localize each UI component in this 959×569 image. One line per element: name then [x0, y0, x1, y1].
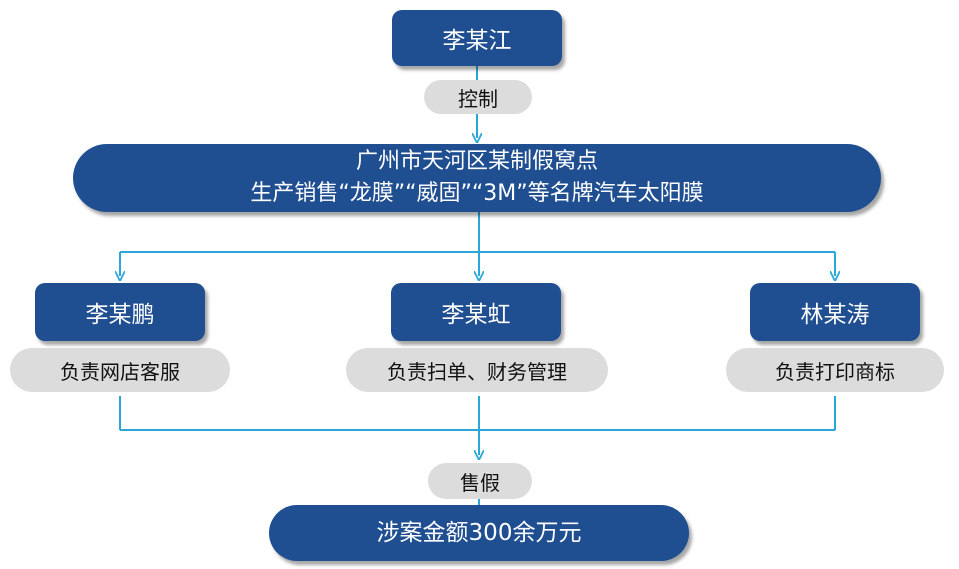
site-line-1: 广州市天河区某制假窝点: [355, 149, 598, 174]
sale-tag: 售假: [428, 463, 532, 499]
counterfeit-site-box: 广州市天河区某制假窝点 生产销售“龙膜”“威固”“3M”等名牌汽车太阳膜: [73, 144, 881, 212]
member-role-tag-right: 负责打印商标: [726, 348, 944, 392]
top-person-name: 李某江: [442, 28, 512, 54]
amount-box: 涉案金额300余万元: [269, 505, 689, 561]
member-box-center: 李某虹: [391, 283, 561, 341]
member-name-right: 林某涛: [800, 302, 870, 328]
member-role-tag-center: 负责扫单、财务管理: [346, 348, 608, 392]
top-person-box: 李某江: [392, 10, 562, 66]
amount-text: 涉案金额300余万元: [376, 520, 582, 546]
member-name-center: 李某虹: [441, 302, 511, 328]
sale-label: 售假: [460, 470, 500, 495]
member-name-left: 李某鹏: [85, 302, 155, 328]
member-role-left: 负责网店客服: [60, 359, 180, 384]
relation-label: 控制: [458, 86, 498, 111]
member-role-tag-left: 负责网店客服: [10, 348, 230, 392]
site-line-2: 生产销售“龙膜”“威固”“3M”等名牌汽车太阳膜: [250, 181, 704, 206]
relation-tag: 控制: [424, 80, 532, 114]
member-role-center: 负责扫单、财务管理: [387, 359, 567, 384]
member-box-left: 李某鹏: [35, 283, 205, 341]
member-role-right: 负责打印商标: [775, 359, 895, 384]
member-box-right: 林某涛: [750, 283, 920, 341]
